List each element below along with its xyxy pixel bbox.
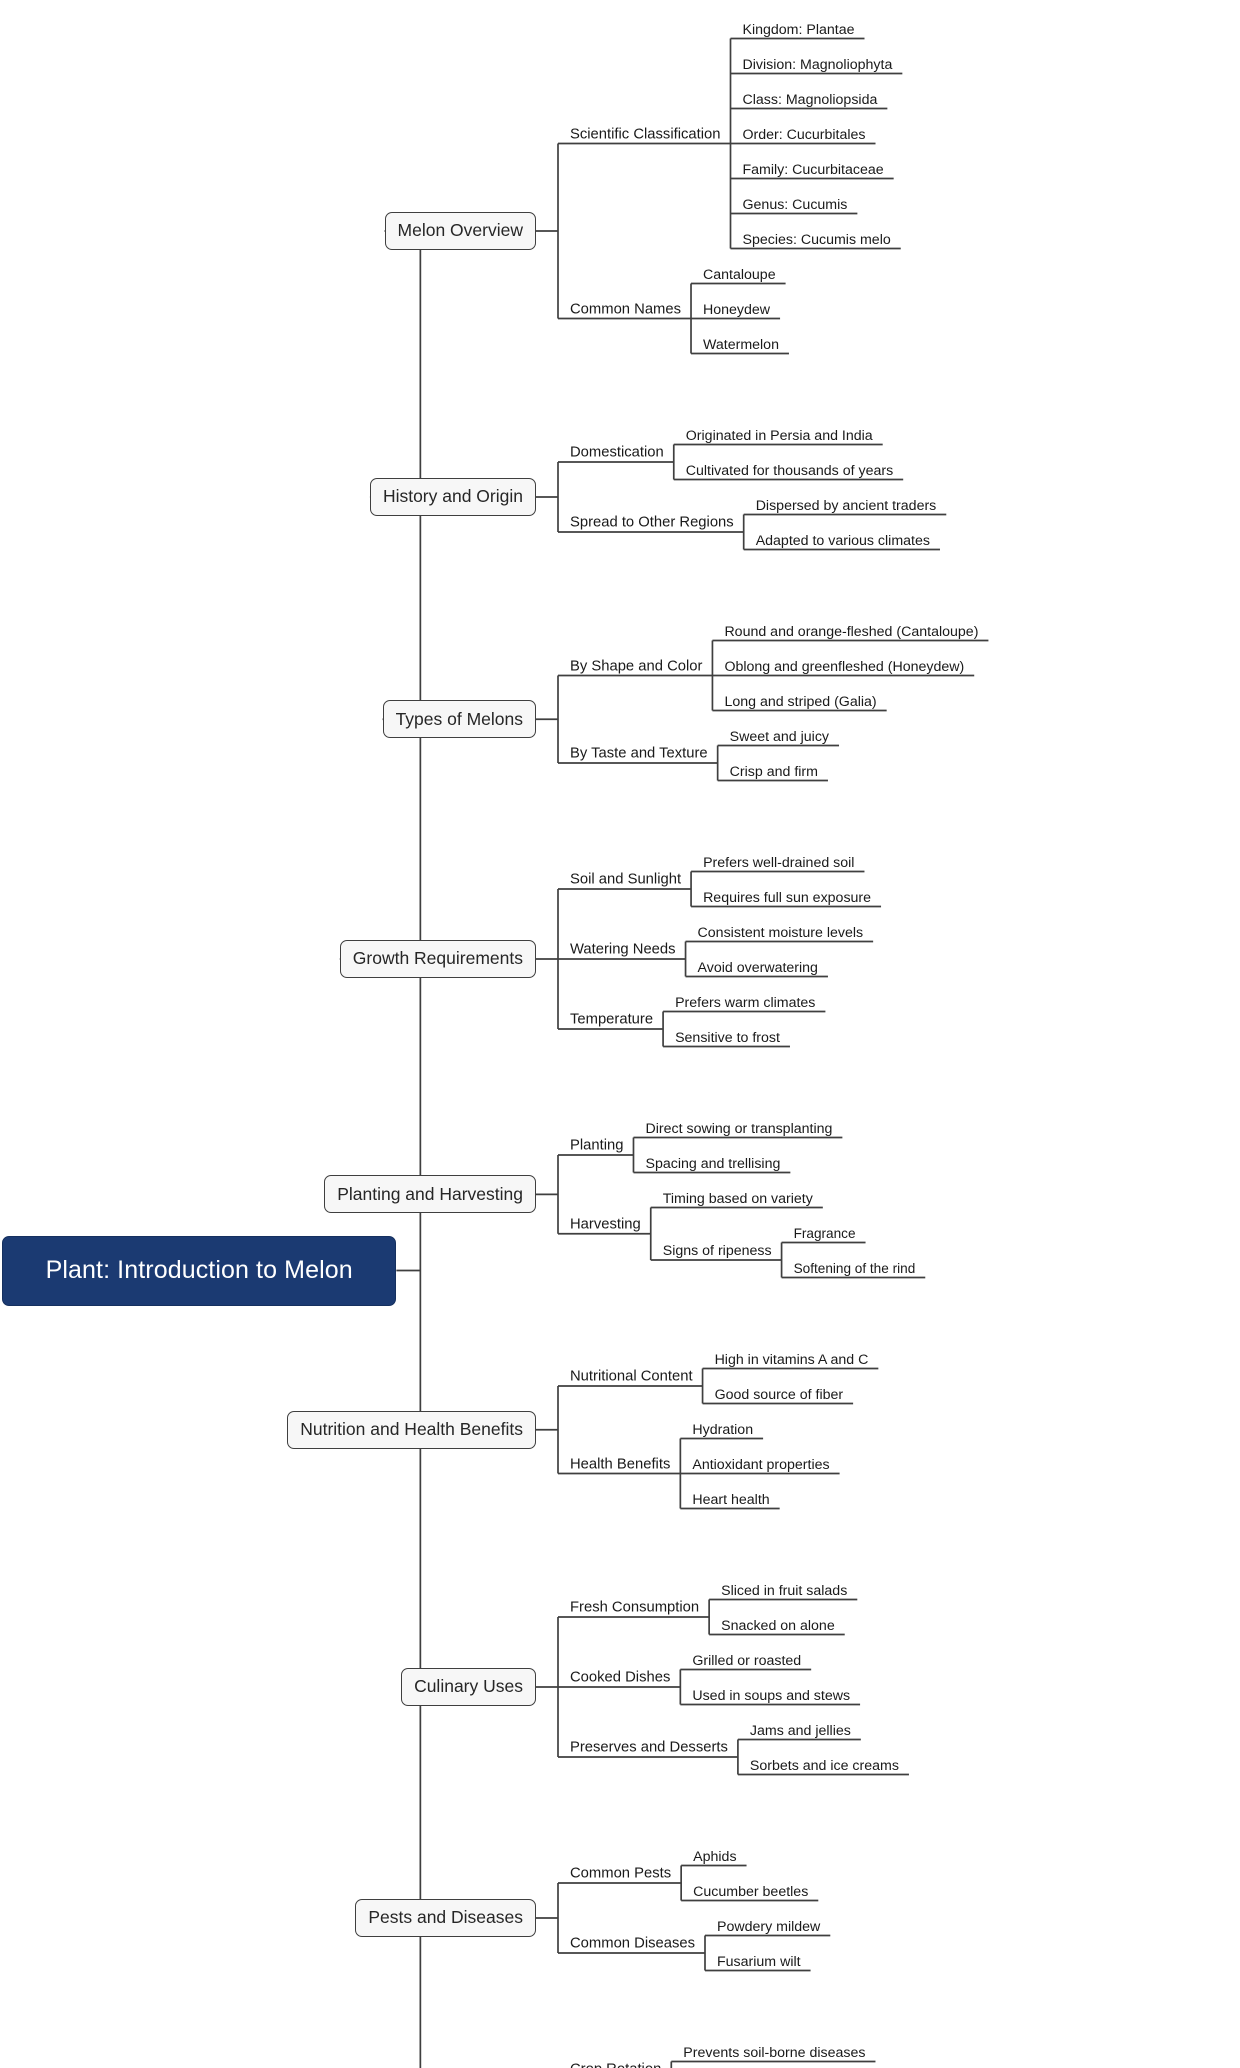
mindmap-leaf-label[interactable]: Hydration [692, 1421, 754, 1438]
mindmap-branch-node[interactable]: Culinary Uses [401, 1668, 536, 1706]
mindmap-leaf-label[interactable]: Oblong and greenfleshed (Honeydew) [724, 658, 965, 675]
mindmap-leaf-label[interactable]: Prevents soil-borne diseases [683, 2044, 866, 2061]
mindmap-subbranch-label[interactable]: Preserves and Desserts [570, 1739, 728, 1756]
mindmap-leaf-label[interactable]: Watermelon [703, 336, 779, 353]
mindmap-subbranch-label[interactable]: Temperature [570, 1011, 654, 1028]
mindmap-branch-node[interactable]: Melon Overview [384, 212, 536, 250]
mindmap-subbranch-label[interactable]: Scientific Classification [570, 126, 721, 143]
mindmap-leaf-label[interactable]: Round and orange-fleshed (Cantaloupe) [724, 623, 979, 640]
mindmap-subbranch-label[interactable]: Domestication [570, 444, 664, 461]
mindmap-branch-node[interactable]: History and Origin [369, 478, 536, 516]
mindmap-leaf-label[interactable]: Genus: Cucumis [742, 196, 848, 213]
mindmap-branch-node[interactable]: Growth Requirements [339, 940, 536, 978]
mindmap-leaf-label[interactable]: Consistent moisture levels [697, 924, 864, 941]
mindmap-branch-node[interactable]: Pests and Diseases [355, 1899, 536, 1937]
mindmap-subbranch-label[interactable]: Crop Rotation [570, 2062, 661, 2068]
mindmap-subbranch-label[interactable]: Common Diseases [570, 1935, 695, 1952]
mindmap-leaf-label[interactable]: Snacked on alone [721, 1617, 835, 1634]
mindmap-subbranch-label[interactable]: By Shape and Color [570, 658, 703, 675]
mindmap-root-node[interactable]: Plant: Introduction to Melon [2, 1235, 397, 1306]
mindmap-leaf-label[interactable]: Heart health [692, 1491, 770, 1508]
mindmap-subbranch-label[interactable]: Fresh Consumption [570, 1599, 700, 1616]
mindmap-leaf-label[interactable]: Prefers well-drained soil [703, 854, 855, 871]
mindmap-leaf-label[interactable]: Timing based on variety [662, 1190, 813, 1207]
mindmap-leaf-label[interactable]: Cucumber beetles [693, 1883, 809, 1900]
mindmap-leaf-label[interactable]: Avoid overwatering [697, 959, 818, 976]
mindmap-leaf-label[interactable]: Prefers warm climates [675, 994, 816, 1011]
mindmap-leaf-label[interactable]: Grilled or roasted [692, 1652, 802, 1669]
mindmap-leaf-label[interactable]: Antioxidant properties [692, 1456, 830, 1473]
mindmap-leaf-label[interactable]: Softening of the rind [793, 1260, 916, 1276]
mindmap-leaf-label[interactable]: Sliced in fruit salads [721, 1582, 848, 1599]
mindmap-leaf-label[interactable]: Jams and jellies [749, 1722, 851, 1739]
mindmap-subbranch-label[interactable]: Cooked Dishes [570, 1669, 671, 1686]
mindmap-leaf-label[interactable]: Crisp and firm [729, 763, 818, 780]
mindmap-subbranch-label[interactable]: Common Pests [570, 1865, 672, 1882]
mindmap-leaf-label[interactable]: Direct sowing or transplanting [645, 1120, 833, 1137]
mindmap-leaf-label[interactable]: High in vitamins A and C [714, 1351, 869, 1368]
mindmap-leaf-label[interactable]: Sweet and juicy [729, 728, 830, 745]
mindmap-leaf-label[interactable]: Kingdom: Plantae [742, 21, 855, 38]
mindmap-leaf-label[interactable]: Fragrance [793, 1225, 856, 1241]
mindmap-subbranch-label[interactable]: By Taste and Texture [570, 745, 708, 762]
mindmap-branch-node[interactable]: Planting and Harvesting [324, 1175, 536, 1214]
mindmap-leaf-label[interactable]: Division: Magnoliophyta [742, 56, 893, 73]
mindmap-subbranch-label[interactable]: Nutritional Content [570, 1368, 693, 1385]
mindmap-leaf-label[interactable]: Requires full sun exposure [703, 889, 872, 906]
mindmap-subbranch-label[interactable]: Harvesting [570, 1216, 641, 1233]
mindmap-subbranch-label[interactable]: Planting [570, 1137, 624, 1154]
mindmap-leaf-label[interactable]: Fusarium wilt [717, 1953, 801, 1970]
mindmap-subbranch-label[interactable]: Signs of ripeness [662, 1242, 772, 1259]
mindmap-leaf-label[interactable]: Aphids [693, 1848, 737, 1865]
mindmap-leaf-label[interactable]: Family: Cucurbitaceae [742, 161, 884, 178]
mindmap-branch-node[interactable]: Types of Melons [382, 700, 536, 739]
mindmap-leaf-label[interactable]: Originated in Persia and India [685, 427, 873, 444]
mindmap-leaf-label[interactable]: Used in soups and stews [692, 1687, 851, 1704]
mindmap-leaf-label[interactable]: Species: Cucumis melo [742, 231, 891, 248]
mindmap-leaf-label[interactable]: Powdery mildew [717, 1918, 821, 1935]
mindmap-subbranch-label[interactable]: Watering Needs [570, 941, 676, 958]
mindmap-leaf-label[interactable]: Order: Cucurbitales [742, 126, 866, 143]
mindmap-leaf-label[interactable]: Cultivated for thousands of years [685, 462, 894, 479]
mindmap-leaf-label[interactable]: Dispersed by ancient traders [755, 497, 937, 514]
mindmap-leaf-label[interactable]: Good source of fiber [714, 1386, 844, 1403]
mindmap-subbranch-label[interactable]: Soil and Sunlight [570, 871, 682, 888]
mindmap-leaf-label[interactable]: Sensitive to frost [675, 1029, 780, 1046]
mindmap-leaf-label[interactable]: Adapted to various climates [755, 532, 930, 549]
mindmap-leaf-label[interactable]: Spacing and trellising [645, 1155, 781, 1172]
mindmap-leaf-label[interactable]: Sorbets and ice creams [749, 1757, 899, 1774]
mindmap-branch-node[interactable]: Nutrition and Health Benefits [287, 1410, 536, 1449]
mindmap-subbranch-label[interactable]: Health Benefits [570, 1456, 671, 1473]
mindmap-leaf-label[interactable]: Class: Magnoliopsida [742, 91, 878, 108]
mindmap-subbranch-label[interactable]: Common Names [570, 301, 682, 318]
mindmap-leaf-label[interactable]: Honeydew [703, 301, 771, 318]
mindmap-subbranch-label[interactable]: Spread to Other Regions [570, 514, 734, 531]
mindmap-leaf-label[interactable]: Cantaloupe [703, 266, 776, 283]
mindmap-leaf-label[interactable]: Long and striped (Galia) [724, 693, 877, 710]
